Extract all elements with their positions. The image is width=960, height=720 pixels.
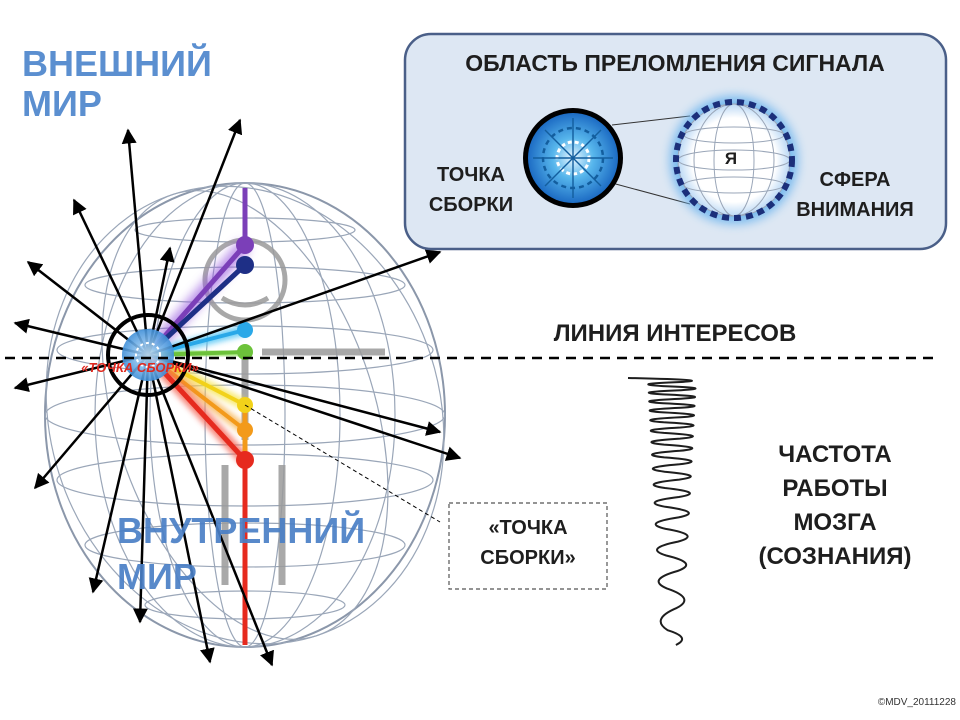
assembly-point-box-label: «ТОЧКА СБОРКИ» (480, 517, 576, 569)
panel-attention-sphere (670, 96, 798, 224)
panel-title: ОБЛАСТЬ ПРЕЛОМЛЕНИЯ СИГНАЛА (465, 50, 885, 76)
radiating-arrows (13, 118, 462, 667)
assembly-point-marker (106, 313, 190, 397)
brain-frequency-label: ЧАСТОТА РАБОТЫ МОЗГА (СОЗНАНИЯ) (758, 441, 912, 570)
copyright: ©MDV_20111228 (877, 697, 956, 708)
pointer-line (244, 404, 441, 523)
panel-assembly-point (523, 108, 623, 208)
attention-sphere-label: СФЕРА ВНИМАНИЯ (796, 169, 914, 221)
ya-label: Я (724, 149, 738, 168)
assembly-point-label: ТОЧКА СБОРКИ (428, 164, 514, 216)
assembly-point-box (448, 502, 608, 590)
inner-world-label: ВНУТРЕННИЙ МИР (117, 510, 366, 597)
interest-line-label: ЛИНИЯ ИНТЕРЕСОВ (553, 320, 797, 347)
assembly-point-red-label: «ТОЧКА СБОРКИ» (81, 360, 199, 375)
brain-frequency-wave (627, 377, 697, 646)
panel-connectors (611, 115, 691, 205)
outer-world-label: ВНЕШНИЙ МИР (22, 43, 212, 124)
